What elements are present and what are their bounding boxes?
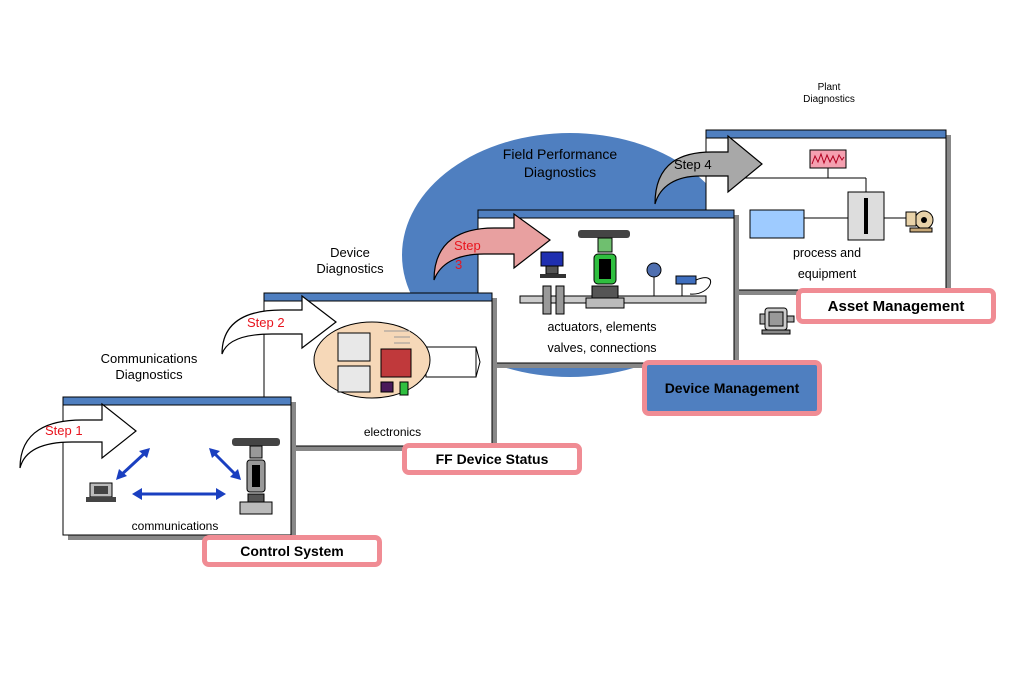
- step-2-arrow: [221, 294, 337, 355]
- device-diagnostics-line-2: Diagnostics: [316, 261, 384, 276]
- step-3-label-a: Step: [454, 238, 481, 253]
- communication-arrows: [116, 448, 241, 500]
- plant-diagnostics-line-2: Diagnostics: [803, 94, 855, 105]
- control-system-tag: Control System: [202, 535, 382, 567]
- field-performance-label: Field Performance Diagnostics: [480, 145, 640, 181]
- communications-diagnostics-line-1: Communications: [100, 351, 198, 366]
- actuators-caption: actuators, elements valves, connections: [522, 317, 682, 359]
- step-4-arrow: [654, 134, 763, 205]
- process-caption: process and equipment: [775, 243, 879, 285]
- pump-icon: [905, 210, 934, 233]
- control-valve-icon: [578, 230, 630, 309]
- field-performance-line-1: Field Performance: [502, 146, 618, 162]
- step-3-label-b: 3: [455, 257, 463, 272]
- motor-icon: [759, 307, 795, 335]
- ff-device-status-tag: FF Device Status: [402, 443, 582, 475]
- process-caption-line-1: process and: [792, 246, 862, 260]
- device-diagnostics-line-1: Device: [330, 245, 370, 260]
- communications-diagnostics-label: Communications Diagnostics: [90, 351, 208, 383]
- communications-diagnostics-line-2: Diagnostics: [115, 367, 183, 382]
- electronics-board-icon: [313, 321, 481, 399]
- device-diagnostics-label: Device Diagnostics: [305, 245, 395, 277]
- trend-chart-icon: [809, 149, 847, 169]
- plant-panel: [705, 129, 951, 295]
- process-caption-line-2: equipment: [797, 267, 857, 281]
- plant-diagnostics-label: Plant Diagnostics: [800, 82, 858, 106]
- electronics-caption: electronics: [363, 425, 422, 439]
- asset-management-tag: Asset Management: [796, 288, 996, 324]
- step-4-label: Step 4: [674, 157, 712, 172]
- control-valve-icon: [232, 438, 280, 515]
- communications-caption: communications: [131, 519, 219, 533]
- actuators-caption-line-1: actuators, elements: [547, 320, 657, 334]
- actuators-caption-line-2: valves, connections: [547, 341, 657, 355]
- field-performance-line-2: Diagnostics: [523, 164, 597, 180]
- step-1-arrow: [19, 402, 137, 469]
- transmitter-icon: [86, 482, 116, 502]
- plant-diagnostics-line-1: Plant: [817, 82, 841, 93]
- step-3-arrow: [433, 212, 552, 281]
- step-1-label: Step 1: [45, 423, 83, 438]
- device-management-tag: Device Management: [642, 360, 822, 416]
- step-2-label: Step 2: [247, 315, 285, 330]
